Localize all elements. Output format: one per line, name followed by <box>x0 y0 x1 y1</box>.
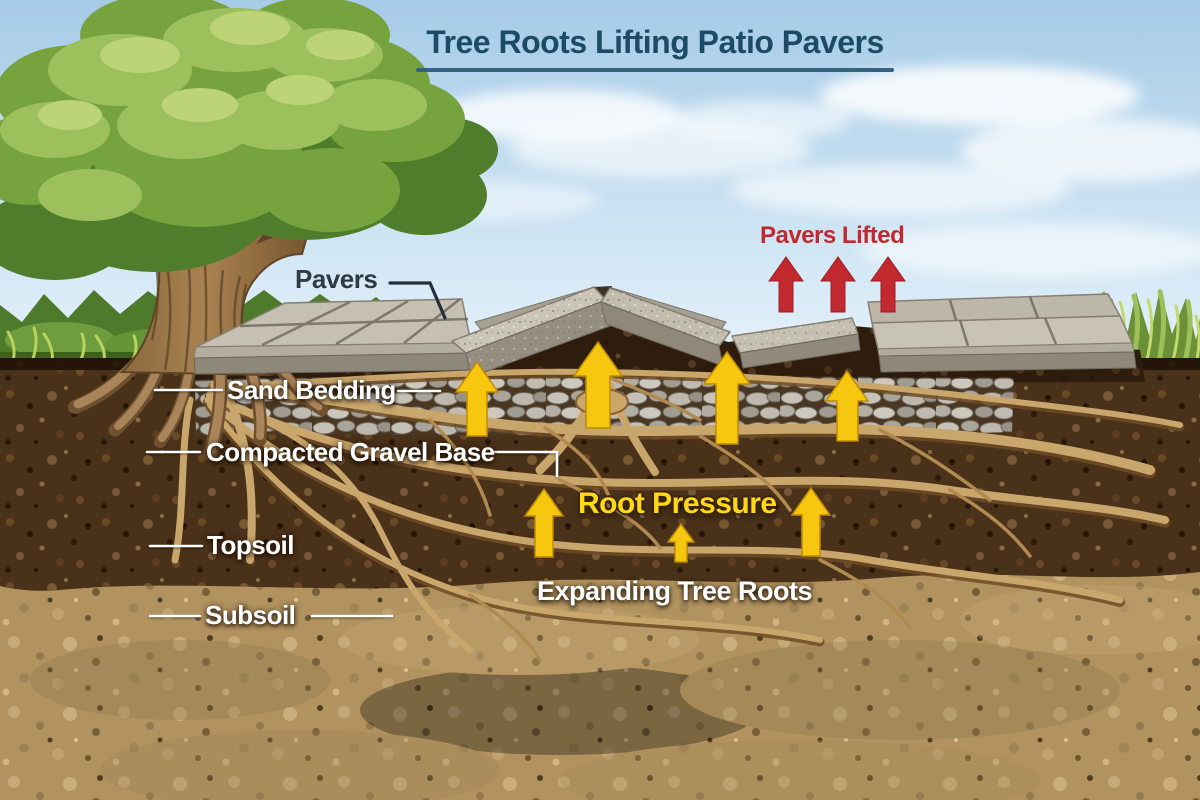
subsoil-label: Subsoil <box>205 600 296 630</box>
pavers-leader-line <box>388 281 447 320</box>
sand-bedding-label: Sand Bedding <box>227 375 396 405</box>
pressure-arrow <box>790 486 832 557</box>
root-pressure-label: Root Pressure <box>578 487 777 520</box>
lifted-arrow <box>820 256 856 313</box>
tree-canopy <box>0 0 498 280</box>
roots-underground <box>171 368 1185 662</box>
diagram-title: Tree Roots Lifting Patio Pavers <box>426 24 884 60</box>
pavers-lifted-label: Pavers Lifted <box>760 222 905 249</box>
lifted-arrows <box>768 256 906 313</box>
title-underline <box>416 68 894 72</box>
subsoil-mottling <box>30 585 1200 800</box>
pavers-lifted-slabs <box>451 286 861 378</box>
pressure-arrow <box>824 369 870 442</box>
tree <box>0 0 498 461</box>
topsoil-label: Topsoil <box>207 530 295 560</box>
gravel-leader-right <box>490 450 559 478</box>
pressure-arrow <box>572 340 624 429</box>
pavers-label: Pavers <box>295 264 378 294</box>
pressure-arrow <box>454 360 500 437</box>
diagram-title-block: Tree Roots Lifting Patio Pavers <box>375 24 935 72</box>
paver-field-left <box>193 298 475 375</box>
pressure-arrow <box>702 350 752 445</box>
pressure-arrow <box>666 522 696 563</box>
expanding-tree-roots-label: Expanding Tree Roots <box>537 576 813 606</box>
lifted-arrow <box>768 256 804 313</box>
paver-field-right <box>867 293 1137 373</box>
leader-lines <box>145 281 559 618</box>
pressure-arrow <box>523 487 565 558</box>
lifted-arrow <box>870 256 906 313</box>
compacted-gravel-base-label: Compacted Gravel Base <box>206 437 495 467</box>
pressure-arrows <box>454 340 870 563</box>
subsoil-texture <box>0 555 1200 800</box>
